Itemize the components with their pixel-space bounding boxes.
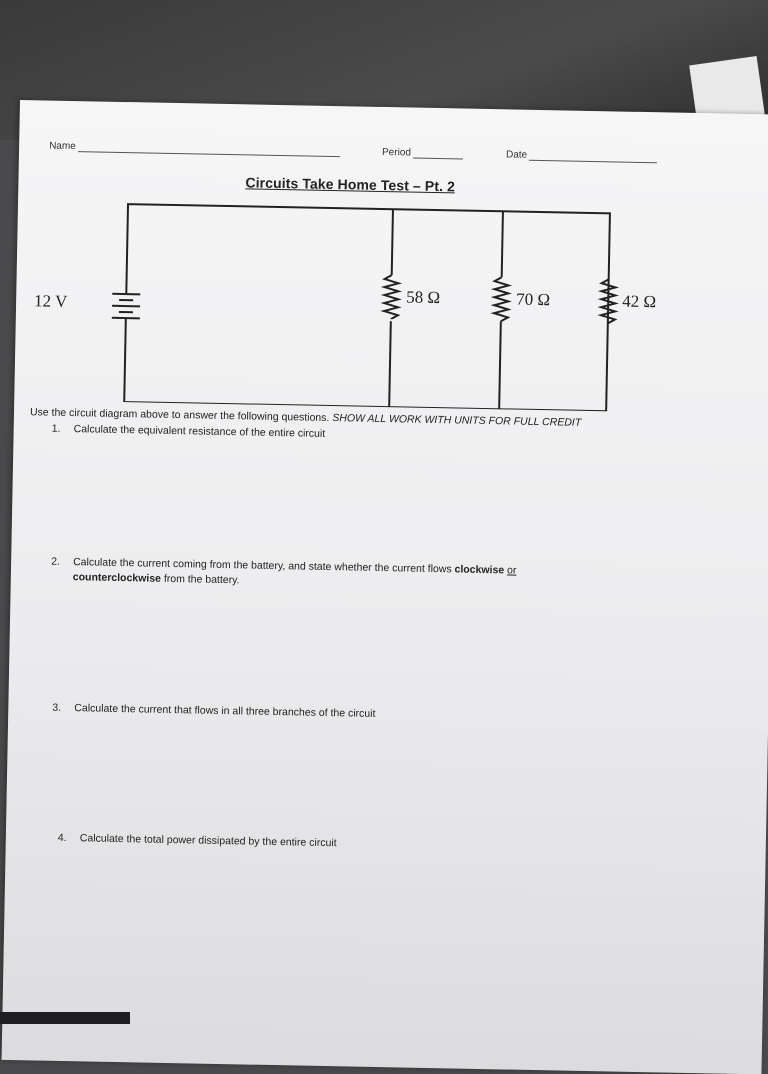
- instructions-emphasis: SHOW ALL WORK WITH UNITS FOR FULL CREDIT: [332, 412, 581, 429]
- resistor-2-icon: [494, 277, 509, 321]
- background-bottom-edge: [0, 1012, 130, 1024]
- battery-voltage-label: 12 V: [34, 291, 68, 311]
- question-2-or: or: [507, 564, 517, 576]
- question-4-text: Calculate the total power dissipated by …: [80, 832, 337, 849]
- branch2-wire-bottom: [499, 321, 501, 409]
- question-2-number: 2.: [51, 555, 73, 570]
- branch1-wire-bottom: [389, 319, 391, 407]
- question-2-counterclockwise: counterclockwise: [73, 571, 161, 585]
- question-4-number: 4.: [58, 831, 80, 846]
- circuit-wire-bottom: [124, 318, 608, 411]
- question-2-text-after: from the battery.: [164, 573, 240, 586]
- resistor-1-icon: [384, 275, 399, 319]
- resistor-3-icon: [601, 279, 616, 323]
- gap: [386, 319, 396, 321]
- resistor-1-label: 58 Ω: [406, 287, 440, 307]
- resistor-2-label: 70 Ω: [516, 290, 550, 310]
- resistor-3-label: 42 Ω: [622, 292, 656, 312]
- question-3: 3.Calculate the current that flows in al…: [52, 701, 375, 722]
- circuit-diagram: 12 V 58 Ω 70 Ω 42 Ω: [14, 100, 720, 413]
- question-3-text: Calculate the current that flows in all …: [74, 702, 375, 720]
- question-3-number: 3.: [52, 701, 74, 716]
- question-1-text: Calculate the equivalent resistance of t…: [74, 423, 326, 440]
- battery-icon: [112, 294, 140, 319]
- worksheet-page: Name Period Date Circuits Take Home Test…: [2, 100, 768, 1074]
- branch2-wire-top: [502, 211, 503, 277]
- question-1: 1.Calculate the equivalent resistance of…: [52, 422, 326, 442]
- question-2-clockwise: clockwise: [454, 563, 504, 576]
- branch1-wire-top: [392, 209, 393, 275]
- question-4: 4.Calculate the total power dissipated b…: [58, 831, 337, 851]
- question-1-number: 1.: [52, 422, 74, 437]
- question-2: 2.Calculate the current coming from the …: [51, 555, 671, 597]
